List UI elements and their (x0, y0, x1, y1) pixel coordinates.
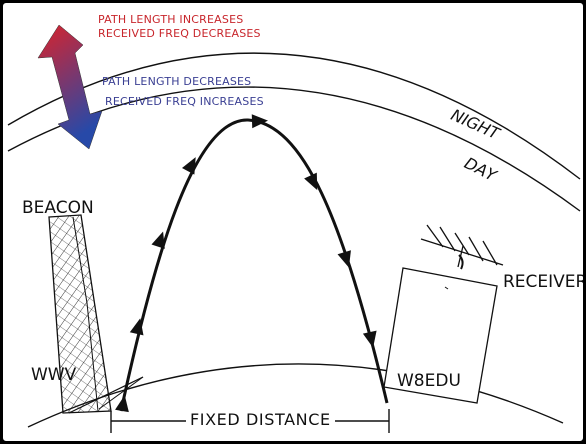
path-arrow-5 (251, 114, 268, 129)
path-arrowheads (115, 114, 377, 413)
beacon-label: BEACON (22, 198, 94, 218)
path-arrow-1 (115, 395, 129, 413)
path-arrow-3 (151, 231, 165, 249)
received-freq-decreases-text: RECEIVED FREQ DECREASES (98, 27, 261, 40)
path-arrow-6 (304, 172, 318, 191)
path-length-increases-text: PATH LENGTH INCREASES (98, 13, 244, 26)
receiver-building-icon (383, 267, 498, 404)
fixed-distance-label: FIXED DISTANCE (186, 412, 335, 428)
received-freq-increases-text: RECEIVED FREQ INCREASES (105, 95, 264, 108)
wwv-label: WWV (31, 365, 77, 385)
path-length-decreases-text: PATH LENGTH DECREASES (102, 75, 252, 88)
w8edu-label: W8EDU (397, 371, 461, 391)
receiver-label: RECEIVER (503, 272, 586, 292)
path-arrow-2 (129, 318, 144, 336)
propagation-diagram (7, 24, 581, 433)
path-arrow-4 (182, 157, 196, 175)
direction-double-arrow (37, 24, 103, 150)
propagation-path (119, 118, 389, 412)
path-arrow-8 (362, 330, 377, 348)
receiver-antenna-icon (420, 224, 504, 270)
path-arrow-7 (337, 250, 351, 268)
night-layer-line (7, 52, 581, 180)
